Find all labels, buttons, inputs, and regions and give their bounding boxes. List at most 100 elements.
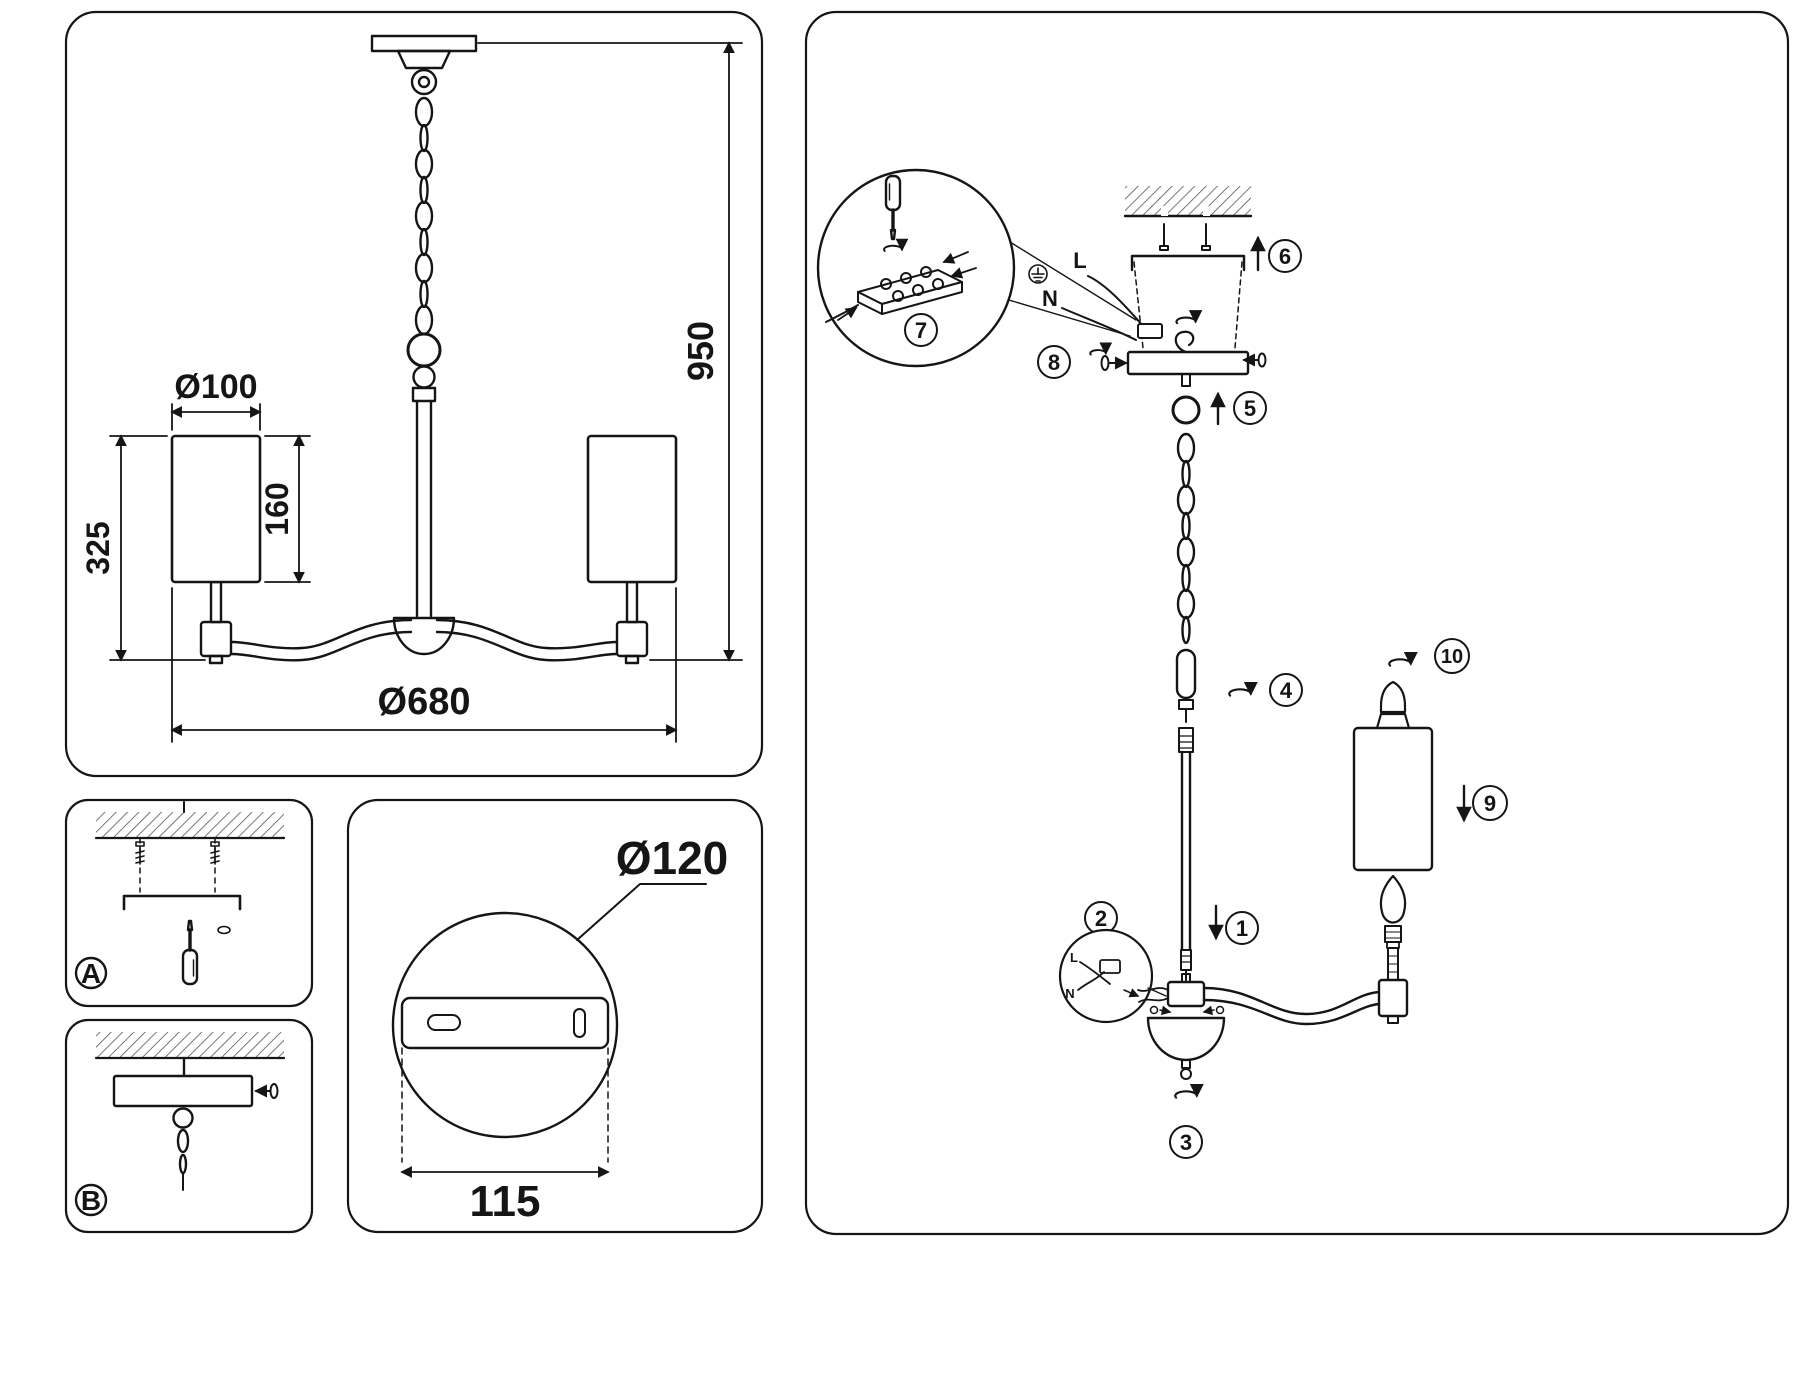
shade-stack — [1352, 680, 1434, 981]
svg-text:4: 4 — [1280, 678, 1293, 703]
bracket-plate — [400, 996, 610, 1050]
hub-wire — [1138, 997, 1169, 1003]
anchor-screws — [1159, 223, 1211, 251]
hole-spacing-label: 115 — [470, 1177, 541, 1226]
ceiling-hatch — [96, 812, 284, 838]
step-badge-9: 9 — [1472, 785, 1508, 821]
right-shade — [586, 434, 678, 584]
svg-text:7: 7 — [915, 318, 927, 343]
projection-lines — [401, 1047, 609, 1163]
rotation-arrow-icon — [1229, 689, 1251, 695]
hub-wire — [1137, 987, 1169, 992]
svg-text:2: 2 — [1095, 906, 1107, 931]
side-screw-icon — [1242, 352, 1267, 368]
side-screw-icon — [1100, 355, 1128, 371]
screw-icon — [135, 841, 145, 865]
neutral-wire-label: N — [1042, 286, 1058, 311]
svg-text:5: 5 — [1244, 396, 1256, 421]
chain — [1176, 432, 1196, 645]
wire-insert-arrows — [837, 251, 977, 321]
rotation-arrow-icon — [1090, 350, 1106, 355]
live-wire-label: L — [1073, 248, 1086, 273]
svg-text:3: 3 — [1180, 1130, 1192, 1155]
finial-cap — [1379, 680, 1407, 714]
chandelier-drawing — [170, 34, 678, 665]
center-hub — [1166, 980, 1206, 1008]
step-badge-1: 1 — [1225, 911, 1259, 945]
rotation-arrow-icon — [1176, 318, 1195, 324]
svg-text:1: 1 — [1236, 916, 1248, 941]
step-badge-7: 7 — [904, 313, 938, 347]
glass-shade — [1352, 726, 1434, 872]
dim-overall-height: 950 — [680, 321, 721, 381]
mounting-bracket — [1130, 254, 1246, 272]
rotation-arrow-icon — [1175, 1091, 1197, 1097]
plate-slot — [427, 1014, 461, 1031]
leader-line — [576, 883, 707, 941]
panel-border — [64, 10, 764, 778]
panel-border — [64, 798, 314, 1008]
panel-border — [346, 798, 764, 1234]
canopy-diameter-label: Ø120 — [616, 832, 729, 884]
canopy-hook — [172, 1107, 194, 1129]
socket-cup — [1377, 978, 1409, 1018]
svg-text:6: 6 — [1279, 244, 1291, 269]
bulb — [1379, 874, 1407, 924]
bulb-base — [1384, 925, 1402, 943]
projection-lines — [139, 837, 216, 893]
rod-collar — [411, 386, 437, 403]
fastener-arrows — [1149, 1005, 1225, 1016]
ring — [406, 332, 442, 368]
terminal-inset — [816, 168, 1016, 368]
rotation-arrow-icon — [1389, 659, 1411, 665]
plate-hole — [573, 1008, 586, 1038]
hanging-loop — [410, 68, 438, 96]
dim-overall-diameter: Ø680 — [378, 681, 471, 723]
hook — [1174, 330, 1195, 354]
dimension-lines — [109, 41, 743, 743]
panel-border — [64, 1018, 314, 1234]
canopy-circle — [391, 911, 619, 1139]
left-shade — [170, 434, 262, 584]
wiring-inset: L N — [1058, 928, 1154, 1024]
step-badge-6: 6 — [1268, 239, 1302, 273]
dimension-panel: Ø100 160 325 950 Ø680 — [64, 10, 764, 778]
stripped-wire — [825, 304, 859, 323]
step-badge-5: 5 — [1233, 391, 1267, 425]
detail-b-label: B — [81, 1185, 101, 1216]
detail-a-panel: A — [64, 798, 314, 1008]
detail-a-label: A — [81, 958, 101, 989]
detail-b-panel: B — [64, 1018, 314, 1234]
screw-icon — [210, 841, 220, 865]
center-bowl — [392, 616, 456, 656]
ceiling-plate — [370, 34, 478, 53]
canopy-body — [112, 1074, 254, 1108]
detail-a-badge — [74, 956, 108, 990]
carabiner — [1175, 648, 1197, 700]
step-badge-8: 8 — [1037, 345, 1071, 379]
ceiling-hatch — [96, 1032, 284, 1058]
detail-b-badge — [74, 1183, 108, 1217]
ring — [1171, 395, 1201, 425]
ceiling-hatch — [1125, 186, 1251, 216]
step-badge-3: 3 — [1169, 1125, 1203, 1159]
terminal-block — [857, 266, 963, 315]
live-wire — [1087, 275, 1144, 327]
shade-neck — [1375, 712, 1411, 730]
neutral-wire — [1061, 307, 1137, 341]
svg-text:8: 8 — [1048, 350, 1060, 375]
bottom-bowl — [1146, 1016, 1226, 1062]
side-screw-icon — [254, 1083, 279, 1099]
mounting-bracket — [122, 894, 242, 911]
left-arm — [199, 580, 413, 665]
svg-text:10: 10 — [1441, 646, 1463, 668]
assembly-panel: 6 L N — [804, 10, 1790, 1236]
panel-border — [804, 10, 1790, 1236]
step-badge-2: 2 — [1084, 901, 1118, 935]
right-arm — [435, 580, 649, 665]
inset-neutral-label: N — [1065, 986, 1074, 1001]
center-rod — [1178, 727, 1194, 981]
dim-body-height: 325 — [80, 521, 116, 574]
